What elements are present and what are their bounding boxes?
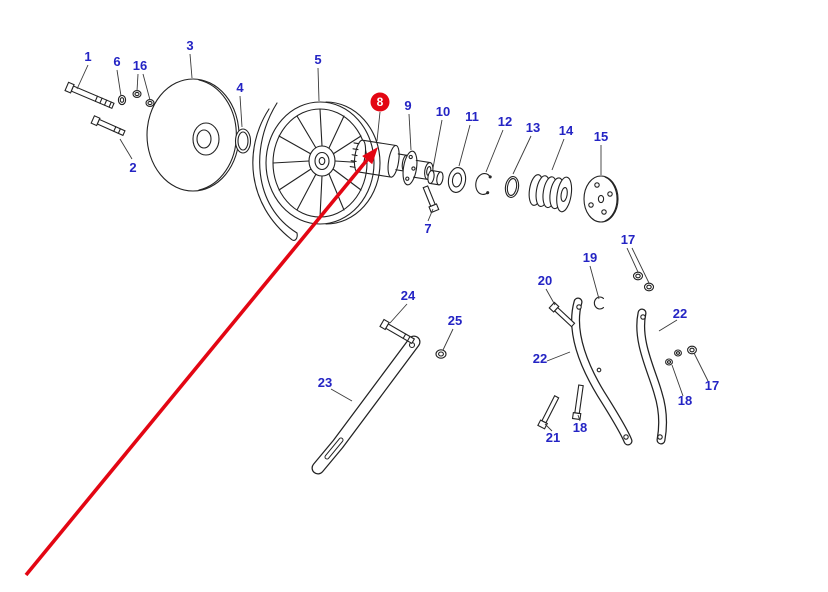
part-1-bolt xyxy=(64,81,115,110)
part-label-15[interactable]: 15 xyxy=(594,129,608,144)
part-label-9[interactable]: 9 xyxy=(404,98,411,113)
part-17-nuts-top xyxy=(632,271,655,292)
part-label-20[interactable]: 20 xyxy=(538,273,552,288)
part-label-18-right[interactable]: 18 xyxy=(678,393,692,408)
part-label-21[interactable]: 21 xyxy=(546,430,560,445)
part-23-lever xyxy=(311,335,421,475)
part-label-4[interactable]: 4 xyxy=(236,80,244,95)
part-21-bolt xyxy=(537,395,560,430)
part-label-5[interactable]: 5 xyxy=(314,52,321,67)
part-13-ring xyxy=(504,176,520,198)
part-label-25[interactable]: 25 xyxy=(448,313,462,328)
part-label-11[interactable]: 11 xyxy=(465,109,479,124)
highlight-badge-text: 8 xyxy=(377,95,384,109)
part-4-ring xyxy=(234,128,252,154)
part-10-spacer xyxy=(427,170,444,186)
part-label-17-top[interactable]: 17 xyxy=(621,232,635,247)
highlight-badge-circle xyxy=(370,92,390,112)
part-label-24[interactable]: 24 xyxy=(401,288,416,303)
highlighted-part-label-8[interactable]: 8 xyxy=(370,92,390,112)
highlight-arrow xyxy=(24,147,378,577)
part-label-1[interactable]: 1 xyxy=(84,49,91,64)
part-19-circlip xyxy=(593,296,605,310)
part-12-circlip xyxy=(475,173,492,195)
part-label-22-right[interactable]: 22 xyxy=(673,306,687,321)
part-7-bolt xyxy=(422,185,440,214)
part-18-bolt-bottom xyxy=(571,384,584,421)
part-label-6[interactable]: 6 xyxy=(113,54,120,69)
part-2-bolt xyxy=(90,115,126,137)
part-label-16[interactable]: 16 xyxy=(133,58,147,73)
part-label-7[interactable]: 7 xyxy=(424,221,431,236)
part-label-2[interactable]: 2 xyxy=(129,160,136,175)
part-label-10[interactable]: 10 xyxy=(436,104,450,119)
part-22-arm-left xyxy=(571,297,633,446)
part-14-grooved-pulley xyxy=(528,174,573,213)
part-label-3[interactable]: 3 xyxy=(186,38,193,53)
part-label-12[interactable]: 12 xyxy=(498,114,512,129)
part-6-washer xyxy=(117,94,127,106)
part-20-bolt xyxy=(548,301,576,328)
part-label-18-bottom[interactable]: 18 xyxy=(573,420,587,435)
part-label-14[interactable]: 14 xyxy=(559,123,574,138)
part-label-19[interactable]: 19 xyxy=(583,250,597,265)
part-5-spoked-pulley xyxy=(265,101,381,225)
leader-lines xyxy=(76,53,709,432)
v-belt xyxy=(252,102,298,241)
part-18-washers-right xyxy=(665,349,682,366)
part-25-nut xyxy=(435,349,447,359)
part-17-nut-right xyxy=(687,345,697,355)
part-22-arm-right xyxy=(636,308,668,445)
part-16-nuts xyxy=(132,90,155,107)
part-11-bearing xyxy=(447,167,467,193)
highlight-arrow-shaft xyxy=(24,158,369,577)
part-label-23[interactable]: 23 xyxy=(318,375,332,390)
part-3-cone-disc xyxy=(146,78,240,192)
part-24-bolt xyxy=(379,318,416,345)
part-15-disc-plate xyxy=(583,175,619,223)
part-label-13[interactable]: 13 xyxy=(526,120,540,135)
highlight-arrow-head xyxy=(362,147,378,165)
part-label-17-right[interactable]: 17 xyxy=(705,378,719,393)
part-label-22-left[interactable]: 22 xyxy=(533,351,547,366)
